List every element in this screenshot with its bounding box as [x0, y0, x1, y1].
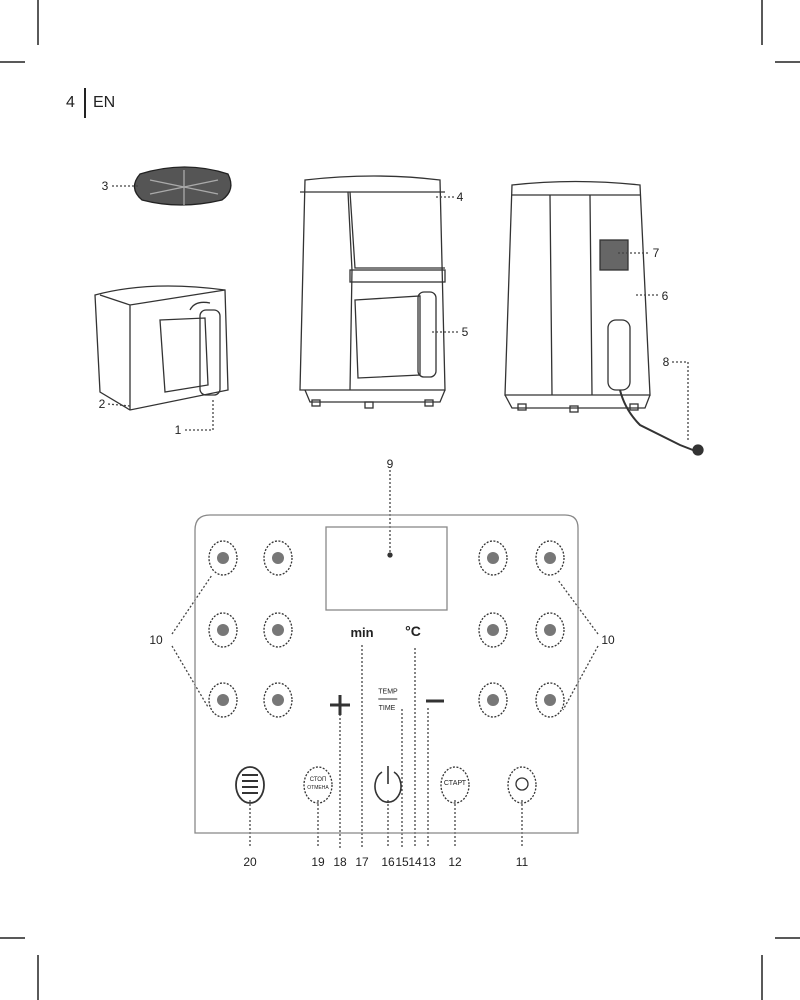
display-screen	[325, 526, 448, 611]
menu-button	[235, 766, 265, 804]
plus-icon	[330, 695, 350, 715]
shrimp-skewer-icon[interactable]	[263, 612, 293, 648]
dessert-icon[interactable]	[478, 682, 508, 718]
steak-icon[interactable]	[263, 540, 293, 576]
preset-glyph	[487, 624, 499, 636]
preset-glyph	[487, 552, 499, 564]
grill-plate-drawing	[133, 166, 232, 206]
header-divider	[84, 88, 86, 118]
preset-glyph	[544, 552, 556, 564]
callout-10-left: 10	[149, 633, 163, 647]
bottom-buttons	[235, 695, 537, 804]
callout-15: 15	[395, 855, 409, 869]
preset-glyph	[272, 552, 284, 564]
callout-8: 8	[662, 355, 670, 369]
celsius-indicator: °C	[405, 623, 421, 639]
fish-icon[interactable]	[208, 682, 238, 718]
preset-glyph	[544, 624, 556, 636]
callout-3: 3	[101, 179, 109, 193]
callout-19: 19	[311, 855, 325, 869]
callout-1: 1	[174, 423, 182, 437]
preset-glyph	[544, 694, 556, 706]
pizza-icon[interactable]	[535, 540, 565, 576]
leader-lines	[107, 185, 689, 848]
temp-label: TEMP	[378, 687, 398, 700]
basket-drawing	[94, 285, 229, 411]
power-icon	[374, 766, 402, 803]
callout-4: 4	[456, 190, 464, 204]
callout-5: 5	[461, 325, 469, 339]
fries-icon[interactable]	[208, 540, 238, 576]
cancel-label[interactable]: ОТМЕНА	[307, 785, 329, 791]
callout-16: 16	[381, 855, 395, 869]
callout-13: 13	[422, 855, 436, 869]
chicken-leg-icon[interactable]	[208, 612, 238, 648]
preset-glyph	[217, 624, 229, 636]
preset-glyph	[217, 694, 229, 706]
callout-7: 7	[652, 246, 660, 260]
time-label[interactable]: TIME	[378, 705, 396, 712]
callout-12: 12	[448, 855, 462, 869]
muffin-icon[interactable]	[535, 612, 565, 648]
control-panel	[194, 514, 579, 834]
callout-14: 14	[408, 855, 422, 869]
callout-18: 18	[333, 855, 347, 869]
callout-2: 2	[98, 397, 106, 411]
callout-17: 17	[355, 855, 369, 869]
preset-glyph	[272, 624, 284, 636]
min-indicator: min	[350, 625, 374, 640]
stop-label[interactable]: СТОП	[309, 777, 327, 783]
air-fryer-front-drawing	[299, 175, 446, 409]
callout-11: 11	[515, 855, 529, 869]
start-button	[440, 766, 470, 804]
light-button	[507, 766, 537, 804]
callout-10-right: 10	[601, 633, 615, 647]
shrimp-icon[interactable]	[478, 540, 508, 576]
callout-6: 6	[661, 289, 669, 303]
callout-20: 20	[243, 855, 257, 869]
start-label[interactable]: СТАРТ	[443, 780, 467, 787]
stop-cancel-button	[303, 766, 333, 804]
language-label: EN	[93, 94, 116, 111]
bread-icon[interactable]	[535, 682, 565, 718]
callout-9: 9	[386, 457, 394, 471]
preset-glyph	[487, 694, 499, 706]
vegetables-icon[interactable]	[263, 682, 293, 718]
chicken-icon[interactable]	[478, 612, 508, 648]
preset-glyph	[272, 694, 284, 706]
air-fryer-back-drawing	[504, 180, 704, 456]
preset-glyph	[217, 552, 229, 564]
page-number: 4	[66, 94, 75, 111]
